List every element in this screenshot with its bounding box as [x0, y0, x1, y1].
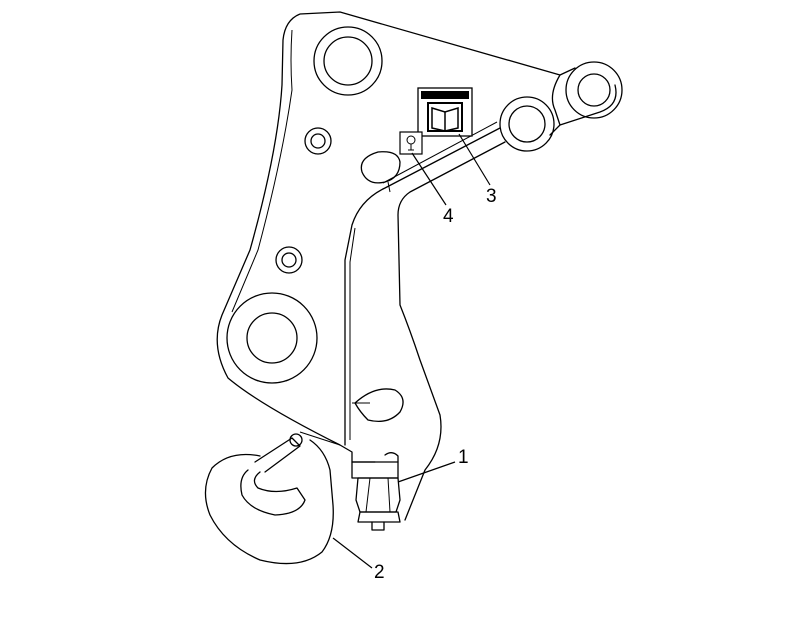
link-pivot-inner: [508, 105, 546, 143]
hook: [204, 439, 334, 565]
upper-small-pin-inner: [310, 133, 326, 149]
right-roller-outer: [565, 61, 623, 119]
lower-pin-boss-inner: [246, 312, 298, 364]
right-roller-inner: [577, 73, 611, 107]
upper-slot: [360, 151, 401, 184]
cylinder-body: [355, 477, 401, 513]
lower-keyhole: [354, 388, 404, 423]
hook-inner: [240, 469, 306, 516]
callout-3-label: 3: [486, 186, 497, 207]
cylinder-nut: [357, 511, 401, 523]
bracket-inner-outline: [231, 29, 293, 313]
callout-3-leader: [458, 133, 491, 186]
callout-1-leader: [397, 461, 456, 483]
callout-2-label: 2: [374, 562, 385, 583]
middle-small-pin-outer: [275, 246, 303, 274]
hook-latch-pin: [289, 433, 303, 447]
cylinder-fitting: [384, 452, 399, 463]
link-arm-top-edge: [382, 121, 498, 184]
callout-2-leader: [332, 537, 373, 569]
manual-book-warning-icon: [417, 87, 473, 137]
link-arm: [344, 127, 506, 521]
callout-4-label: 4: [443, 206, 454, 227]
cylinder-top: [351, 461, 399, 479]
callout-1-label: 1: [458, 447, 469, 468]
cylinder-rib-1: [365, 477, 371, 513]
bracket-outline: [216, 11, 617, 463]
top-pin-boss-inner: [323, 36, 373, 86]
grease-point-icon: [399, 131, 423, 155]
upper-slot-tab: [387, 181, 391, 193]
lower-pin-boss-outer: [226, 292, 318, 384]
link-arm-left-edge: [349, 227, 356, 440]
middle-small-pin-inner: [281, 252, 297, 268]
cylinder-bolt: [371, 521, 385, 531]
top-pin-boss-outer: [313, 26, 383, 96]
link-pivot-outer: [499, 96, 555, 152]
hook-link: [299, 431, 341, 446]
hook-latch-arm: [254, 437, 301, 473]
upper-small-pin-outer: [304, 127, 332, 155]
callout-4-leader: [411, 152, 447, 206]
cylinder-rib-2: [387, 477, 391, 513]
